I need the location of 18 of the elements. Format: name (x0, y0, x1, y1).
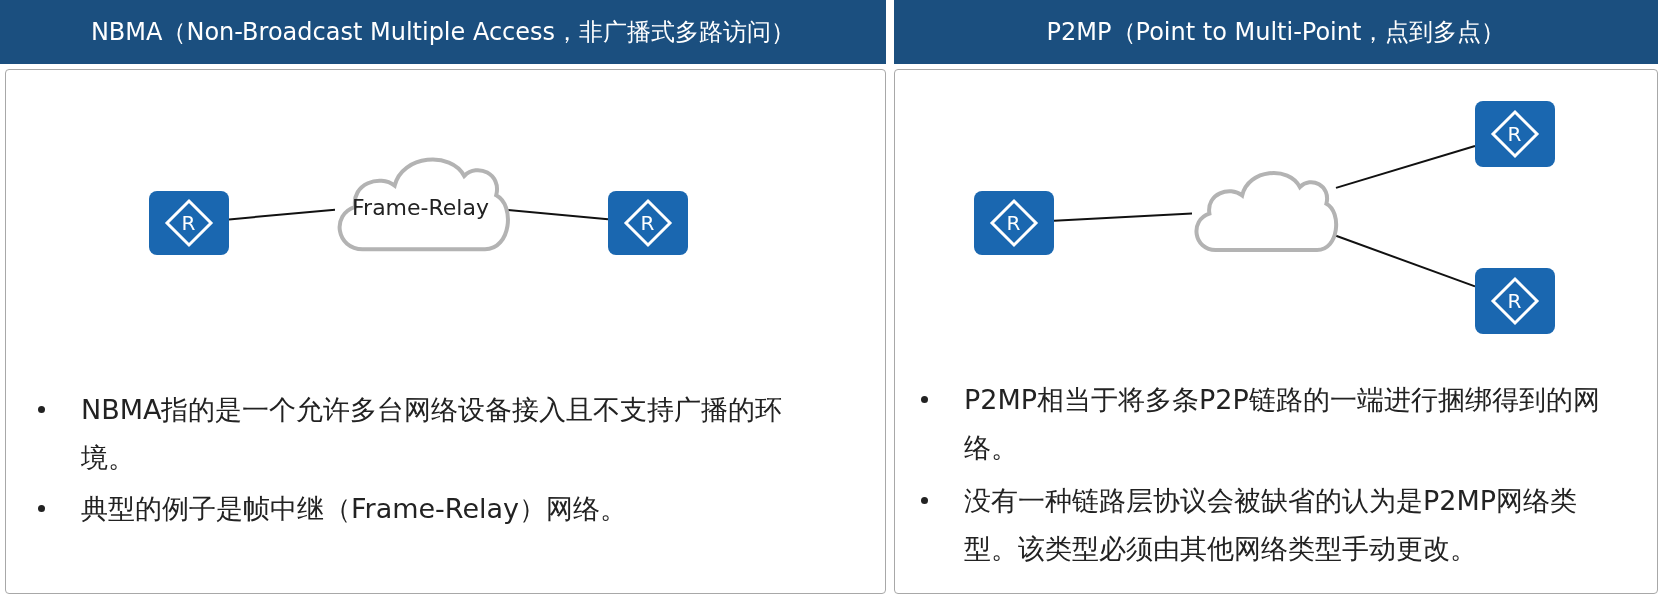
router-icon: R (1474, 100, 1555, 167)
panel-frame (894, 69, 1658, 594)
connector-line (1053, 212, 1193, 222)
router-icon: R (973, 190, 1054, 255)
connector-line (1335, 234, 1476, 288)
header-band: NBMA（Non-Broadcast Multiple Access，非广播式多路访问） (0, 0, 886, 64)
bullet-text: 典型的例子是帧中继（Frame-Relay）网络。 (81, 492, 629, 526)
router-icon: R (607, 190, 688, 255)
connector-line (228, 208, 336, 221)
panel-frame (5, 69, 886, 594)
bullet-text: NBMA指的是一个允许多台网络设备接入且不支持广播的环境。 (81, 393, 784, 475)
bullet-text: 没有一种链路层协议会被缺省的认为是P2MP网络类型。该类型必须由其他网络类型手动更改。 (964, 484, 1579, 566)
router-icon: R (1474, 267, 1555, 334)
header-band: P2MP（Point to Multi-Point，点到多点） (894, 0, 1658, 64)
connector-line (1335, 145, 1476, 189)
connector-line (506, 208, 609, 221)
bullet-text: P2MP相当于将多条P2P链路的一端进行捆绑得到的网络。 (964, 383, 1601, 465)
router-icon: R (148, 190, 229, 255)
